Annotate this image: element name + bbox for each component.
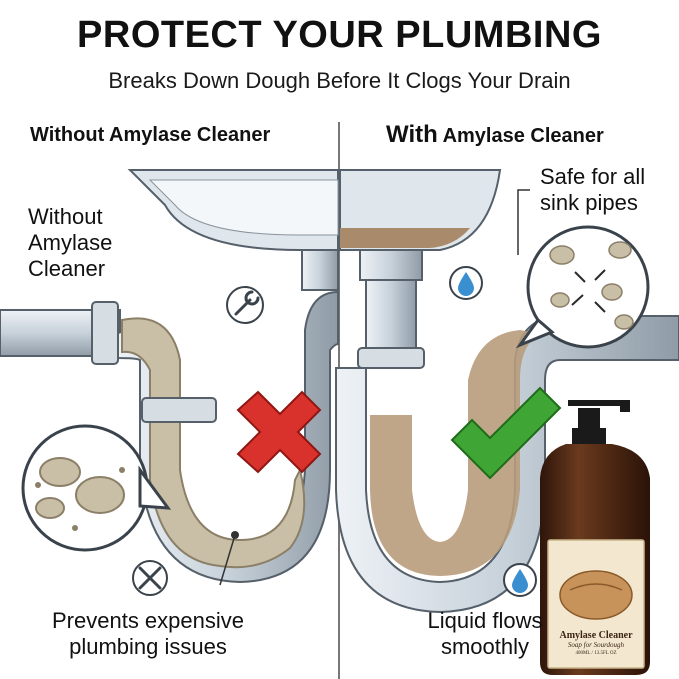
water-flow xyxy=(370,330,540,576)
left-panel-heading: Without Amylase Cleaner xyxy=(30,124,271,146)
left-leader-dot xyxy=(231,531,239,539)
page-title: PROTECT YOUR PLUMBING xyxy=(77,14,602,56)
product-volume: 400ML / 13.5FL OZ xyxy=(575,651,617,656)
left-tailpiece xyxy=(301,249,339,291)
left-sink-basin xyxy=(127,169,339,251)
red-x-icon xyxy=(236,390,322,474)
right-panel-heading: With Amylase Cleaner xyxy=(386,121,604,149)
left-side-label-line-3: Cleaner xyxy=(28,256,106,281)
right-heading-rest: Amylase Cleaner xyxy=(437,125,604,147)
right-sink-basin xyxy=(339,169,502,251)
right-side-label-line-1: Safe for all xyxy=(540,164,646,189)
right-side-label: Safe for all sink pipes xyxy=(540,164,645,216)
product-name: Amylase Cleaner xyxy=(559,630,633,641)
right-tailpiece-nut xyxy=(359,249,423,281)
wrench-icon xyxy=(226,286,264,324)
product-bottle xyxy=(540,400,650,675)
right-trap-nut xyxy=(357,347,425,369)
left-pipe-nut xyxy=(91,301,119,365)
right-leader-line xyxy=(517,189,530,255)
right-side-label-line-2: sink pipes xyxy=(540,190,638,215)
left-magnify-bubble xyxy=(21,424,172,552)
left-side-label-line-2: Amylase xyxy=(28,230,113,255)
left-leader-line xyxy=(219,534,236,586)
left-side-label: Without Amylase Cleaner xyxy=(28,204,112,282)
water-drop-icon-bottom xyxy=(503,563,537,597)
product-tagline: Soap for Sourdough xyxy=(567,641,625,649)
right-p-trap xyxy=(335,315,679,614)
crossed-tools-icon xyxy=(132,560,168,596)
left-side-label-line-1: Without xyxy=(28,204,103,229)
right-caption-line-1: Liquid flows xyxy=(427,608,543,633)
water-drop-icon xyxy=(449,266,483,300)
right-magnify-bubble xyxy=(515,225,650,349)
page-subtitle: Breaks Down Dough Before It Clogs Your D… xyxy=(108,68,571,93)
left-caption-line-1: Prevents expensive xyxy=(52,608,244,633)
bottle-label: Amylase Cleaner Soap for Sourdough 400ML… xyxy=(553,630,639,656)
left-bottom-caption: Prevents expensive plumbing issues xyxy=(28,608,268,660)
left-caption-line-2: plumbing issues xyxy=(69,634,227,659)
right-caption-line-2: smoothly xyxy=(440,634,530,659)
right-tailpiece xyxy=(365,279,417,351)
right-bottom-caption: Liquid flows smoothly xyxy=(400,608,570,660)
green-check-icon xyxy=(450,386,562,480)
left-trap-nut xyxy=(141,397,217,423)
right-heading-bold: With xyxy=(386,121,438,148)
